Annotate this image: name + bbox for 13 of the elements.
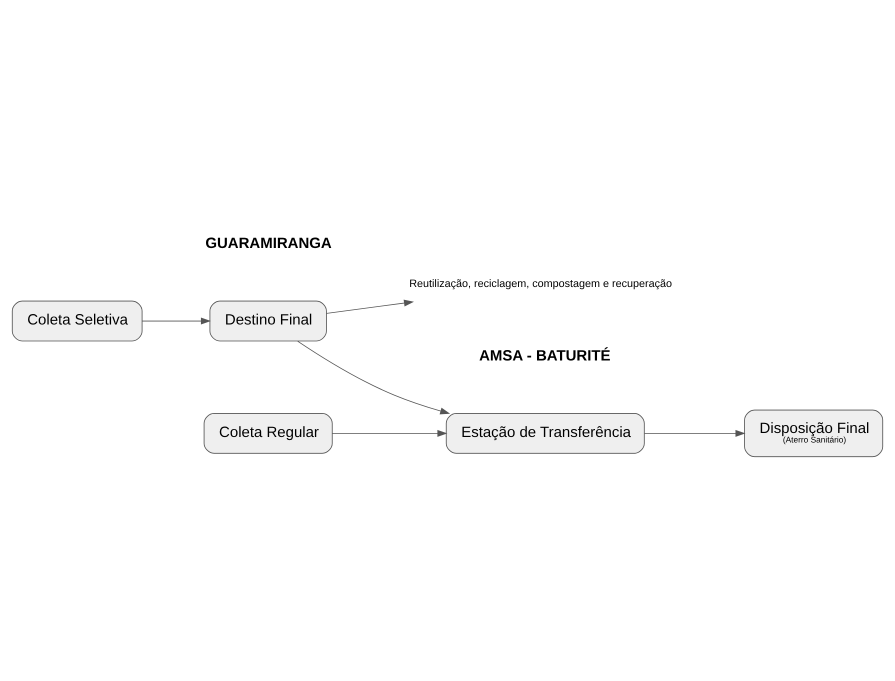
arrow — [332, 429, 448, 436]
arrow — [326, 299, 414, 314]
node-box: Estação de Transferência — [446, 412, 645, 454]
node-box: Coleta Regular — [204, 412, 333, 454]
node-text: Reutilização, reciclagem, compostagem e recuperação — [409, 278, 672, 290]
node-box: Coleta Seletiva — [12, 300, 142, 341]
label: GUARAMIRANGA — [205, 234, 332, 252]
arrow — [142, 317, 211, 324]
node-box: Destino Final — [210, 300, 327, 341]
label: AMSA - BATURITÉ — [479, 346, 611, 364]
arrow — [644, 429, 746, 436]
node-box: Disposição Final (Aterro Sanitário) — [744, 409, 884, 457]
arrow — [297, 340, 450, 414]
